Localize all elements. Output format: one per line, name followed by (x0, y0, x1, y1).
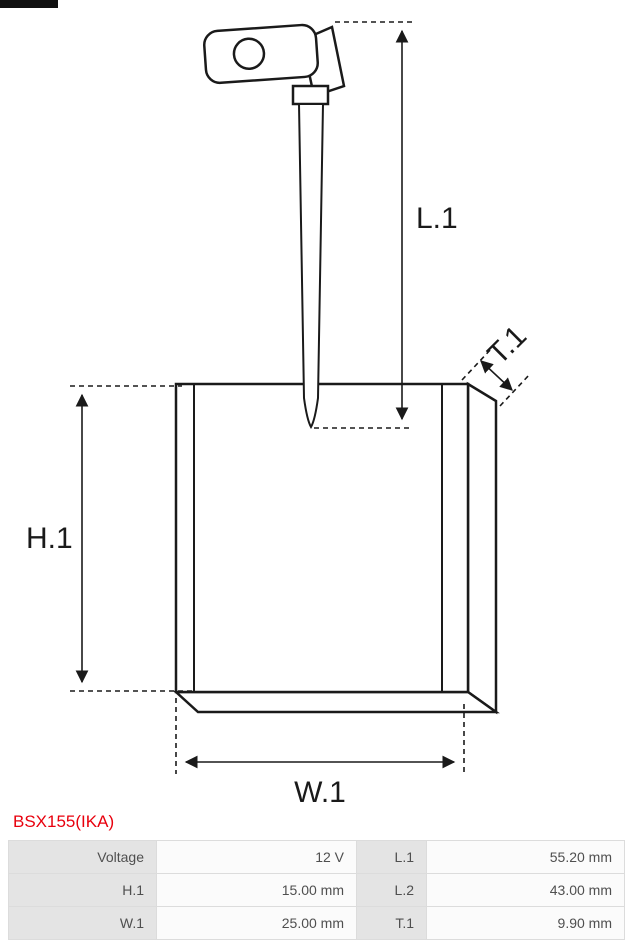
table-row: Voltage 12 V L.1 55.20 mm (8, 840, 625, 874)
specs-table: Voltage 12 V L.1 55.20 mm H.1 15.00 mm L… (8, 840, 625, 940)
dimension-h1-label: H.1 (26, 522, 73, 555)
dimension-t1 (461, 347, 531, 407)
spec-value-cell: 43.00 mm (426, 873, 625, 907)
table-row: H.1 15.00 mm L.2 43.00 mm (8, 873, 625, 907)
dimension-t1-label: T.1 (481, 319, 533, 371)
dimension-l1-label: L.1 (416, 202, 458, 235)
spec-label-cell: Voltage (8, 840, 157, 874)
brush-technical-drawing: L.1 H.1 W.1 T.1 (26, 21, 533, 809)
spec-label-cell: L.2 (356, 873, 427, 907)
spec-value-cell: 9.90 mm (426, 906, 625, 940)
page-corner-mark (0, 0, 58, 8)
dimension-h1 (70, 385, 192, 692)
dimension-w1-label: W.1 (294, 776, 346, 809)
brush-body (172, 381, 500, 715)
dimension-l1 (314, 21, 412, 429)
spec-label-cell: H.1 (8, 873, 157, 907)
terminal-lug (203, 23, 346, 106)
spec-value-cell: 15.00 mm (156, 873, 357, 907)
table-row: W.1 25.00 mm T.1 9.90 mm (8, 906, 625, 940)
spec-value-cell: 55.20 mm (426, 840, 625, 874)
product-code: BSX155(IKA) (13, 812, 115, 831)
spec-value-cell: 12 V (156, 840, 357, 874)
spec-label-cell: T.1 (356, 906, 427, 940)
dimension-w1 (175, 698, 465, 774)
wire-lead (297, 103, 325, 430)
spec-label-cell: W.1 (8, 906, 157, 940)
spec-value-cell: 25.00 mm (156, 906, 357, 940)
spec-label-cell: L.1 (356, 840, 427, 874)
